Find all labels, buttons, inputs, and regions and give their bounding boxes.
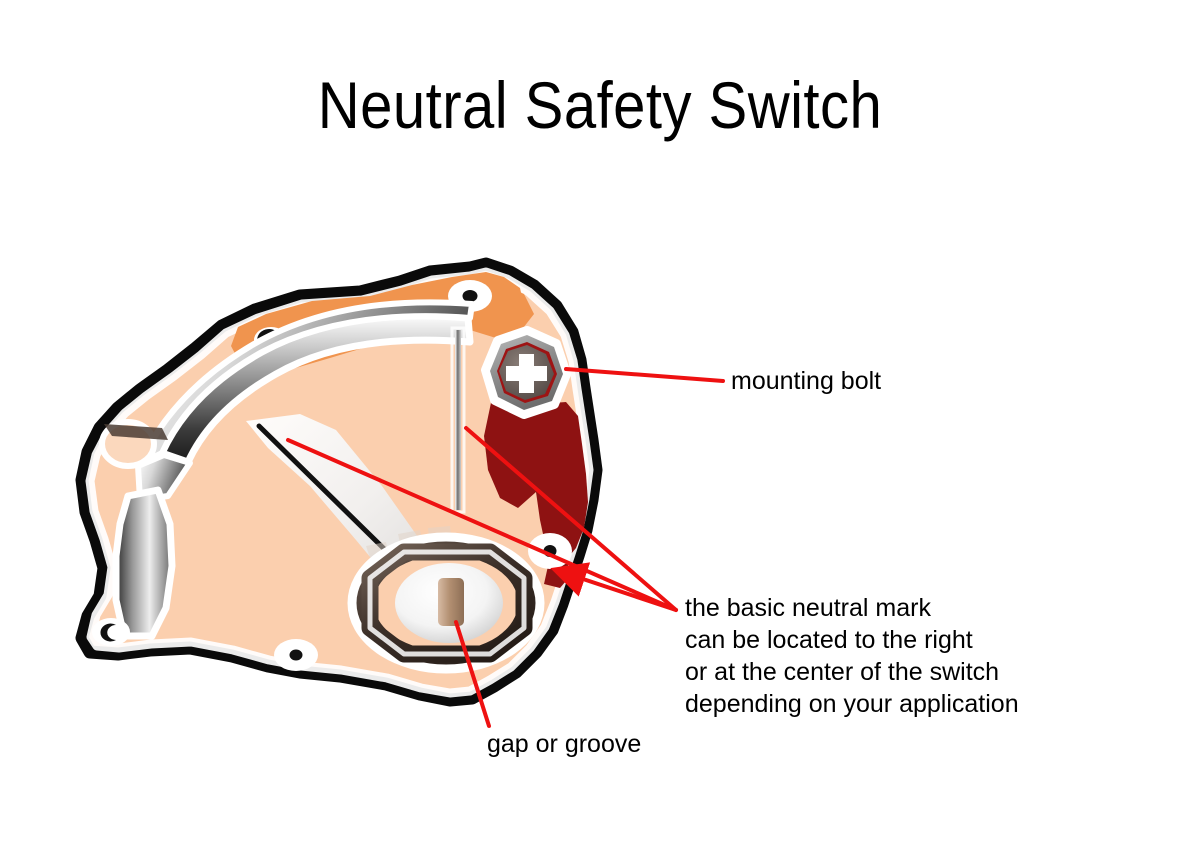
label-neutral-mark-line-3: or at the center of the switch: [685, 658, 1000, 686]
label-gap-or-groove: gap or groove: [487, 730, 642, 758]
label-neutral-mark-line-2: can be located to the right: [685, 626, 973, 654]
label-neutral-mark: the basic neutral mark can be located to…: [685, 592, 1019, 720]
center-neutral-line: [450, 326, 466, 514]
groove-tab: [438, 578, 464, 626]
mounting-bolt-head: [481, 326, 571, 419]
label-neutral-mark-line-1: the basic neutral mark: [685, 594, 931, 622]
bolt-hole-left: [99, 419, 168, 469]
leader-neutral-mark-center: [464, 426, 678, 612]
leader-gap-groove: [454, 620, 491, 728]
leader-neutral-mark-left: [286, 438, 678, 612]
label-neutral-mark-line-4: depending on your application: [685, 690, 1019, 718]
housing-inner-white-rim: [85, 267, 594, 698]
page-title: Neutral Safety Switch: [317, 68, 883, 142]
leader-mounting-bolt: [564, 367, 725, 383]
bolt-hole-bottom-center: [274, 639, 318, 671]
bolt-phillips-cross: [506, 354, 547, 393]
hub-assembly: [347, 526, 545, 674]
bolt-hole-bottom-left: [92, 618, 130, 646]
leader-lines: [286, 367, 725, 728]
leader-neutral-mark-arrow: [550, 562, 678, 612]
left-metal-band: [112, 486, 176, 640]
label-mounting-bolt: mounting bolt: [731, 367, 882, 395]
large-metal-arc: [135, 299, 475, 503]
